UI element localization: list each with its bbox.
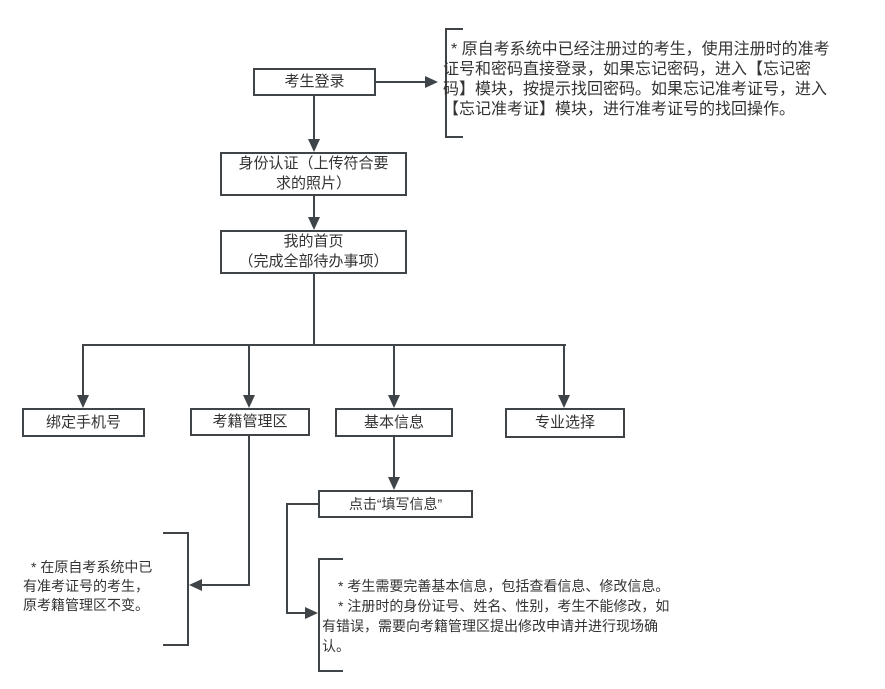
connector-login-note [376,81,425,83]
flow-node-registry-label: 考籍管理区 [212,413,288,430]
annotation-line: * 注册时的身份证号、姓名、性别，考生不能修改，如 [338,598,670,614]
arrowhead-down-basic-info [388,395,400,408]
connector-branch-basic-info [393,344,395,396]
flow-node-bind-phone: 绑定手机号 [22,408,145,437]
connector-branch-major [563,344,565,396]
connector-branch-bind-phone [82,344,84,396]
annotation-line: 认。 [322,638,350,654]
connector-fill-note-v [286,503,288,614]
flow-node-major-label: 专业选择 [534,414,595,431]
bracket-login-note [445,28,463,138]
arrowhead-right-login-note [425,76,438,88]
flow-node-basic-info: 基本信息 [335,408,453,437]
annotation-login-note: * 原自考系统中已经注册过的考生，使用注册时的准考 证号和密码直接登录，如果忘记… [443,40,881,120]
flow-node-fill-info-label: 点击“填写信息” [348,496,443,512]
annotation-line: * 考生需要完善基本信息，包括查看信息、修改信息。 [338,578,670,594]
flow-node-identity-line2: 求的照片） [275,175,351,192]
connector-fill-note-h1 [286,503,318,505]
arrowhead-down-fill-info [388,477,400,490]
arrowhead-down-home [308,217,320,230]
annotation-line: 有错误，需要向考籍管理区提出修改申请并进行现场确 [322,618,658,634]
annotation-line: 证号和密码直接登录，如果忘记密码，进入【忘记密 [443,61,812,78]
flow-node-fill-info: 点击“填写信息” [318,490,473,518]
annotation-basic-info-note: * 考生需要完善基本信息，包括查看信息、修改信息。 * 注册时的身份证号、姓名、… [322,576,692,656]
annotation-line: * 原自考系统中已经注册过的考生，使用注册时的准考 [451,41,830,58]
arrowhead-right-basic-note [305,607,318,619]
bracket-registry-note [163,532,189,646]
flow-node-identity-line1: 身份认证（上传符合要 [238,155,389,172]
flow-node-home-line1: 我的首页 [283,233,344,250]
arrowhead-down-bind-phone [77,395,89,408]
branch-bar [83,344,566,346]
connector-registry-note-h [202,584,250,586]
connector-branch-registry [248,344,250,396]
flow-node-bind-phone-label: 绑定手机号 [45,413,121,431]
arrowhead-left-registry-note [189,579,202,591]
flow-node-registry: 考籍管理区 [190,408,310,436]
connector-identity-home [313,196,315,218]
connector-home-branch [313,274,315,346]
flow-node-login: 考生登录 [253,68,376,96]
flow-node-major: 专业选择 [505,408,625,438]
flow-node-home-line2: （完成全部待办事项） [238,253,389,270]
annotation-line: 有准考证号的考生， [23,578,149,594]
arrowhead-down-registry [243,395,255,408]
connector-fill-note-h2 [288,612,306,614]
arrowhead-down-identity [308,139,320,152]
annotation-line: 码】模块，按提示找回密码。如果忘记准考证号，进入 [443,81,828,98]
annotation-line: * 在原自考系统中已 [31,559,153,575]
flow-node-home: 我的首页 （完成全部待办事项） [220,230,407,274]
connector-registry-note-v [248,436,250,586]
annotation-line: 【忘记准考证】模块，进行准考证号的找回操作。 [443,101,796,118]
arrowhead-down-major [558,395,570,408]
annotation-line: 原考籍管理区不变。 [23,597,149,613]
annotation-registry-note: * 在原自考系统中已 有准考证号的考生， 原考籍管理区不变。 [23,558,173,615]
connector-login-identity [313,96,315,140]
bracket-basic-info-note [318,558,343,672]
flow-node-identity: 身份认证（上传符合要 求的照片） [220,152,407,196]
flow-node-login-label: 考生登录 [284,73,345,90]
flow-node-basic-info-label: 基本信息 [363,413,424,431]
connector-basic-fill [393,437,395,478]
